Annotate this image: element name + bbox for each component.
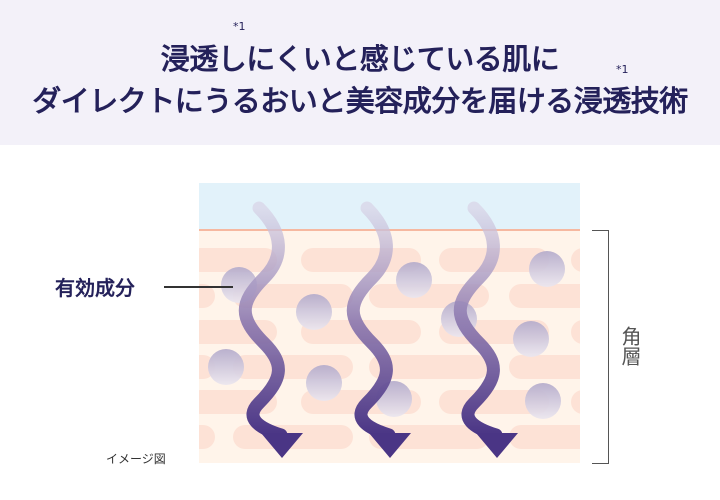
- ingredient-particle: [306, 365, 342, 401]
- ingredient-particle: [396, 262, 432, 298]
- wavy-arrow-icon: [346, 201, 396, 442]
- header-banner: 浸透しにくいと感じている肌に ダイレクトにうるおいと美容成分を届ける浸透技術 *…: [0, 0, 720, 145]
- footnote-mark: *1: [616, 63, 629, 76]
- skin-penetration-diagram: [199, 183, 580, 463]
- leader-line: [164, 286, 233, 288]
- arrow-head-icon: [261, 433, 303, 458]
- footnote-mark: *1: [233, 20, 246, 33]
- active-ingredient-label: 有効成分: [55, 276, 135, 300]
- headline-line-2: ダイレクトにうるおいと美容成分を届ける浸透技術: [32, 84, 688, 118]
- wavy-arrow-icon: [238, 201, 288, 442]
- ingredient-particle: [529, 251, 565, 287]
- headline-line-1: 浸透しにくいと感じている肌に: [160, 42, 560, 76]
- arrow-head-icon: [369, 433, 411, 458]
- arrow-head-icon: [476, 433, 518, 458]
- penetration-arrows: [238, 201, 518, 458]
- stratum-corneum-bracket: [592, 230, 609, 464]
- ingredient-particle: [513, 321, 549, 357]
- image-caption: イメージ図: [106, 452, 166, 466]
- ingredient-particle: [525, 383, 561, 419]
- stratum-corneum-label: 角層: [618, 326, 642, 366]
- ingredient-particle: [296, 294, 332, 330]
- ingredient-particle: [208, 349, 244, 385]
- wavy-arrow-icon: [453, 201, 503, 442]
